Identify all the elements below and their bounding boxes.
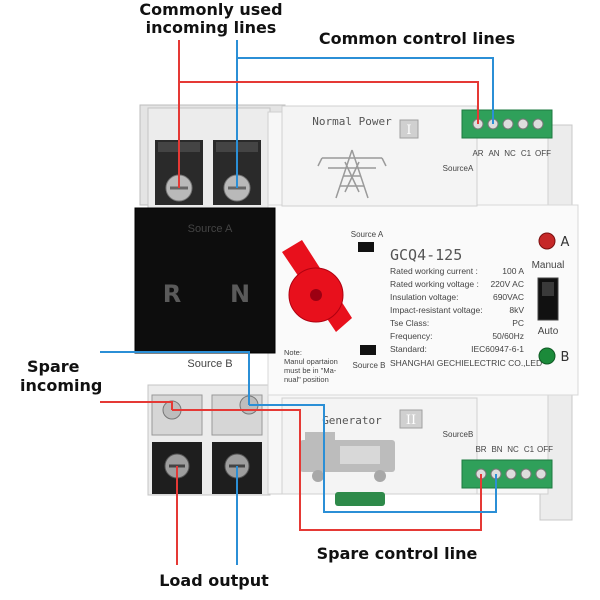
roman-one: I — [406, 123, 411, 138]
terminal-bottom-bn: BN — [491, 445, 502, 454]
spec-value: PC — [512, 318, 524, 328]
manufacturer-label: SHANGHAI GECHIELECTRIC CO.,LED — [390, 358, 542, 368]
terminal-bottom-c1: C1 — [524, 445, 535, 454]
callout-load-output: Load output — [159, 571, 269, 590]
block-letter-n: N — [230, 280, 250, 308]
roman-two: II — [406, 413, 416, 428]
indicator-a-label: A — [561, 235, 570, 250]
source-b-tag: SourceB — [443, 430, 474, 439]
mounting-foot — [335, 492, 385, 506]
note-line: Manul opartaion — [284, 357, 338, 366]
spec-label: Frequency: — [390, 331, 433, 341]
roman-one-box — [399, 119, 419, 139]
spec-label: Rated working current : — [390, 266, 478, 276]
roman-two-box — [399, 409, 423, 429]
terminal-top-nc: NC — [504, 149, 516, 158]
terminal-bottom-nc: NC — [507, 445, 519, 454]
indicator-b-light — [538, 347, 556, 365]
window-source-a — [358, 242, 374, 252]
indicator-b-label: B — [561, 350, 570, 365]
spec-value: 220V AC — [490, 279, 524, 289]
terminal-top-an: AN — [488, 149, 499, 158]
indicator-a-light — [538, 232, 556, 250]
callout-spare-incoming-line1: Spare — [27, 357, 80, 376]
spec-value: 8kV — [509, 305, 524, 315]
spec-value: 690VAC — [493, 292, 524, 302]
wire-spare-control-blue — [249, 404, 497, 513]
wire-spare-incoming-red — [100, 401, 173, 410]
callout-common-incoming-line2: incoming lines — [146, 18, 277, 37]
wire-common-control-blue — [237, 57, 494, 124]
spec-label: Standard: — [390, 344, 427, 354]
terminal-bottom-br: BR — [475, 445, 486, 454]
wire-spare-incoming-blue — [100, 351, 250, 405]
upper-green-terminal — [461, 109, 553, 139]
window-source-b-label: Source B — [353, 361, 386, 370]
breaker-black-block — [134, 207, 276, 354]
callout-common-control: Common control lines — [319, 29, 515, 48]
model-number: GCQ4-125 — [390, 246, 462, 264]
manual-label: Manual — [532, 260, 565, 271]
terminal-bottom-off: OFF — [537, 445, 553, 454]
terminal-top-ar: AR — [472, 149, 483, 158]
callout-common-incoming-line1: Commonly used — [139, 0, 282, 19]
block-source-b-label: Source B — [187, 358, 232, 370]
terminal-top-c1: C1 — [521, 149, 532, 158]
spec-value: 100 A — [502, 266, 524, 276]
spec-list: Rated working current : 100 A Rated work… — [390, 266, 524, 354]
spec-value: IEC60947-6-1 — [471, 344, 524, 354]
normal-power-label: Normal Power — [312, 115, 392, 128]
note-line: Note: — [284, 348, 302, 357]
spec-label: Rated working voltage : — [390, 279, 479, 289]
callout-spare-incoming-line2: incoming — [20, 376, 102, 395]
block-source-a-label: Source A — [188, 223, 233, 235]
rotary-handle[interactable] — [282, 240, 352, 332]
generator-label: Generator — [322, 414, 382, 427]
spec-label: Tse Class: — [390, 318, 429, 328]
block-letter-r: R — [163, 280, 181, 308]
callout-spare-control: Spare control line — [317, 544, 478, 563]
power-tower-icon — [317, 149, 387, 199]
spec-value: 50/60Hz — [492, 331, 524, 341]
spec-label: Impact-resistant voltage: — [390, 305, 483, 315]
window-source-b — [360, 345, 376, 355]
upper-module — [281, 105, 478, 207]
spec-label: Insulation voltage: — [390, 292, 459, 302]
lower-green-terminal — [461, 459, 553, 489]
window-source-a-label: Source A — [351, 230, 384, 239]
note-line: must be in "Ma- — [284, 366, 337, 375]
terminal-top-off: OFF — [535, 149, 551, 158]
wire-common-control-red — [179, 81, 479, 124]
switch-slider — [542, 282, 554, 296]
auto-label: Auto — [538, 326, 559, 337]
source-a-tag: SourceA — [443, 164, 474, 173]
note-line: nual" position — [284, 375, 329, 384]
manual-note: Note: Manul opartaion must be in "Ma- nu… — [284, 348, 338, 384]
